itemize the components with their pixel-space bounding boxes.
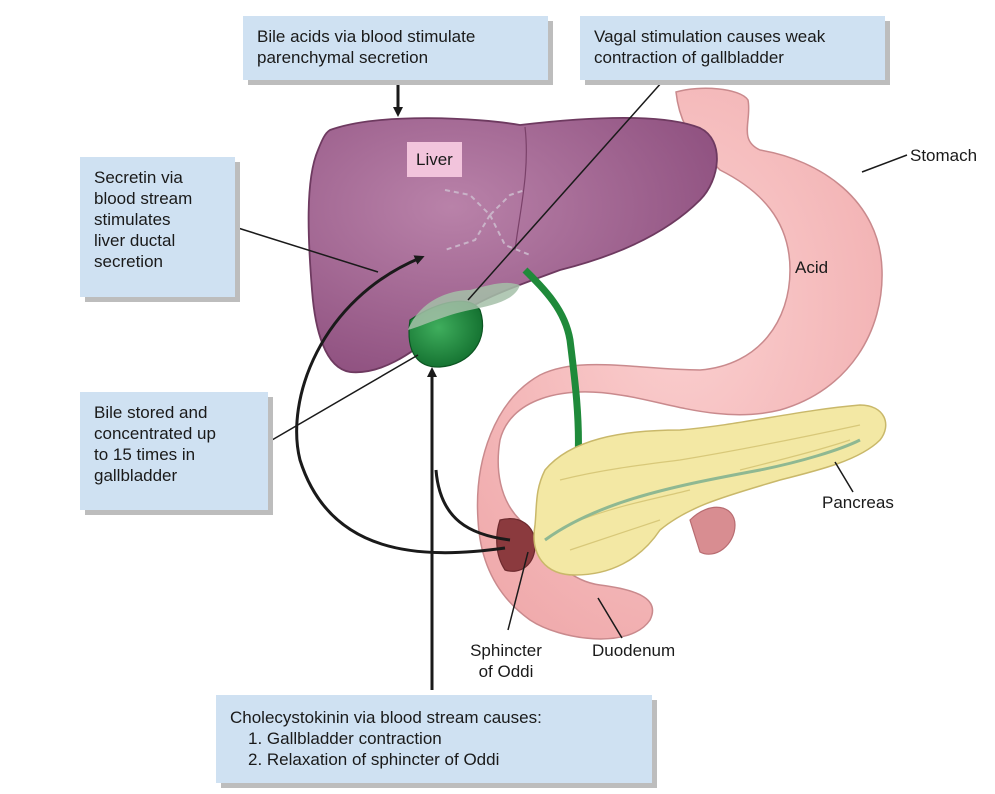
acid-label: Acid [795,257,828,278]
cholecystokinin-callout: Cholecystokinin via blood stream causes:… [216,695,652,783]
sphincter-line-1: Sphincter [456,640,556,661]
secretin-line-3: stimulates [94,209,221,230]
vagal-line-1: Vagal stimulation causes weak [594,26,871,47]
secretin-callout: Secretin via blood stream stimulates liv… [80,157,235,297]
secretin-line-2: blood stream [94,188,221,209]
secretin-line-5: secretion [94,251,221,272]
liver-label: Liver [407,142,462,177]
stomach-label: Stomach [910,145,977,166]
pancreas-leader [835,462,853,492]
bile-stored-line-1: Bile stored and [94,402,254,423]
vagal-line-2: contraction of gallbladder [594,47,871,68]
bile-stored-line-4: gallbladder [94,465,254,486]
cck-title: Cholecystokinin via blood stream causes: [230,707,638,728]
duodenum-tube-end [690,507,735,554]
duodenum-cut-end [497,519,535,572]
pancreas-label: Pancreas [822,492,894,513]
liver-shape [309,118,717,372]
bile-stored-callout: Bile stored and concentrated up to 15 ti… [80,392,268,510]
secretin-line-4: liver ductal [94,230,221,251]
bile-acids-line-2: parenchymal secretion [257,47,534,68]
secretin-line-1: Secretin via [94,167,221,188]
bile-acids-callout: Bile acids via blood stimulate parenchym… [243,16,548,80]
cck-item-2: 2. Relaxation of sphincter of Oddi [230,749,638,770]
bile-stored-line-2: concentrated up [94,423,254,444]
sphincter-line-2: of Oddi [456,661,556,682]
duodenum-label: Duodenum [592,640,675,661]
vagal-callout: Vagal stimulation causes weak contractio… [580,16,885,80]
bile-acids-line-1: Bile acids via blood stimulate [257,26,534,47]
stomach-leader [862,155,907,172]
sphincter-label: Sphincter of Oddi [456,640,556,682]
bile-stored-line-3: to 15 times in [94,444,254,465]
cck-item-1: 1. Gallbladder contraction [230,728,638,749]
